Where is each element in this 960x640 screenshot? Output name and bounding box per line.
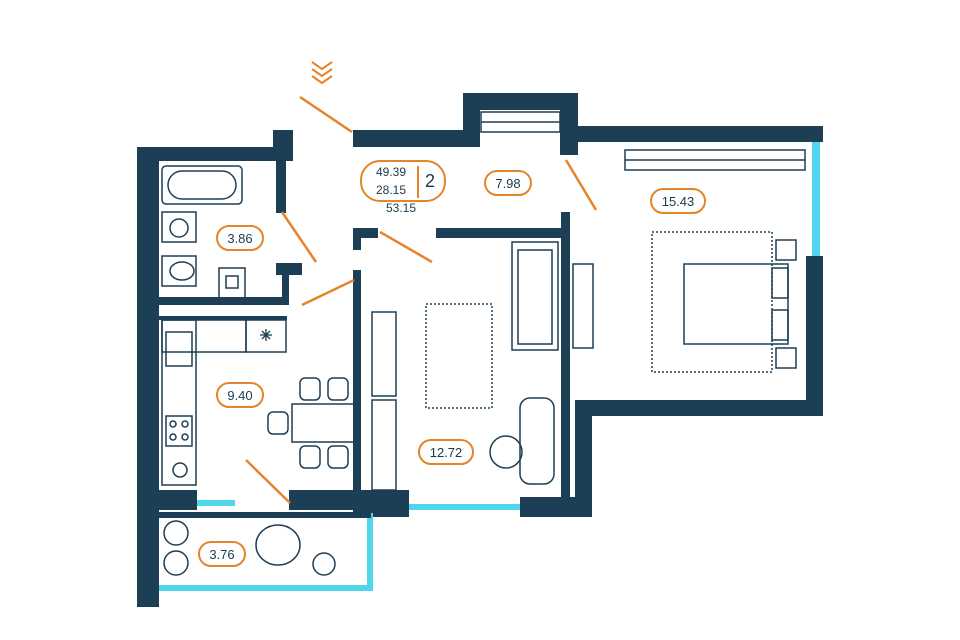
snowflake-icon bbox=[260, 329, 272, 341]
room-area-bedroom: 15.43 bbox=[650, 188, 706, 214]
room-area-kitchen: 9.40 bbox=[216, 382, 264, 408]
doors bbox=[245, 95, 598, 504]
furniture bbox=[161, 149, 806, 576]
balcony-rail bbox=[159, 512, 371, 518]
summary-divider bbox=[417, 166, 419, 198]
room-area-bathroom: 3.86 bbox=[216, 225, 264, 251]
room-area-balcony: 3.76 bbox=[198, 541, 246, 567]
windows bbox=[159, 142, 820, 591]
apartment-summary: 49.39 28.15 2 bbox=[360, 160, 446, 202]
sill bbox=[480, 111, 561, 133]
room-count: 2 bbox=[425, 171, 436, 191]
room-area-living-room: 12.72 bbox=[418, 439, 474, 465]
walls bbox=[137, 93, 823, 607]
room-area-hall: 7.98 bbox=[484, 170, 532, 196]
total-area: 53.15 bbox=[386, 201, 417, 215]
living-area: 49.39 bbox=[376, 165, 407, 179]
entrance-chevrons-icon bbox=[311, 61, 333, 85]
sub-area: 28.15 bbox=[376, 183, 407, 197]
